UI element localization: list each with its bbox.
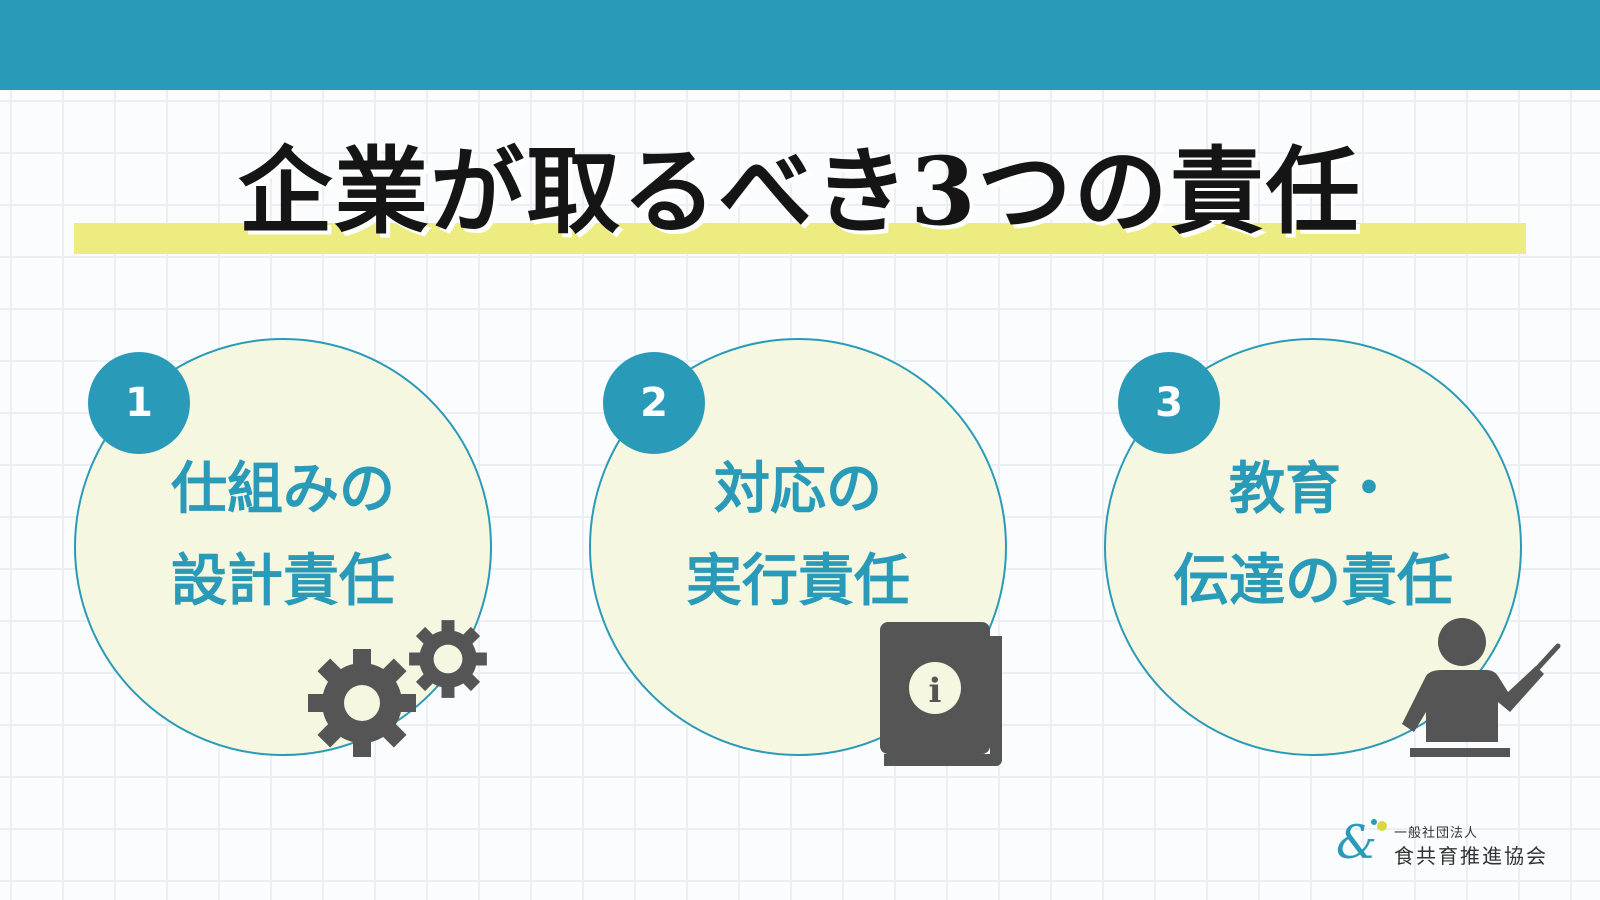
teacher-pointer-icon (1402, 618, 1561, 757)
card-label-line-1: 仕組みの (171, 457, 395, 522)
card-number-badge: 3 (1118, 352, 1220, 454)
organization-logo: & 一般社団法人 食共育推進協会 (1336, 816, 1568, 876)
responsibility-card-1: 1 仕組みの 設計責任 (74, 338, 492, 756)
card-label-line-2: 実行責任 (686, 549, 910, 614)
gears-icon (308, 620, 487, 757)
header-band (0, 0, 1600, 90)
svg-text:i: i (929, 671, 942, 711)
ampersand-logo-icon: & (1336, 816, 1387, 866)
responsibility-card-2: 2 対応の 実行責任 (589, 338, 1007, 756)
logo-organization-type: 一般社団法人 (1394, 826, 1479, 841)
card-label: 対応の 実行責任 (589, 444, 1007, 628)
card-label-line-2: 設計責任 (171, 549, 395, 614)
title-highlight-bar (74, 223, 1526, 254)
info-book-icon: i (880, 622, 1002, 766)
card-label: 仕組みの 設計責任 (74, 444, 492, 628)
card-number-badge: 2 (603, 352, 705, 454)
card-label-line-1: 教育・ (1229, 457, 1397, 522)
svg-text:&: & (1336, 816, 1377, 866)
card-label: 教育・ 伝達の責任 (1104, 444, 1522, 628)
card-label-line-1: 対応の (714, 457, 882, 522)
card-label-line-2: 伝達の責任 (1173, 549, 1453, 614)
page-title: 企業が取るべき3つの責任 (238, 137, 1362, 247)
responsibility-card-3: 3 教育・ 伝達の責任 (1104, 338, 1522, 756)
card-number-badge: 1 (88, 352, 190, 454)
logo-organization-name: 食共育推進協会 (1394, 844, 1548, 868)
